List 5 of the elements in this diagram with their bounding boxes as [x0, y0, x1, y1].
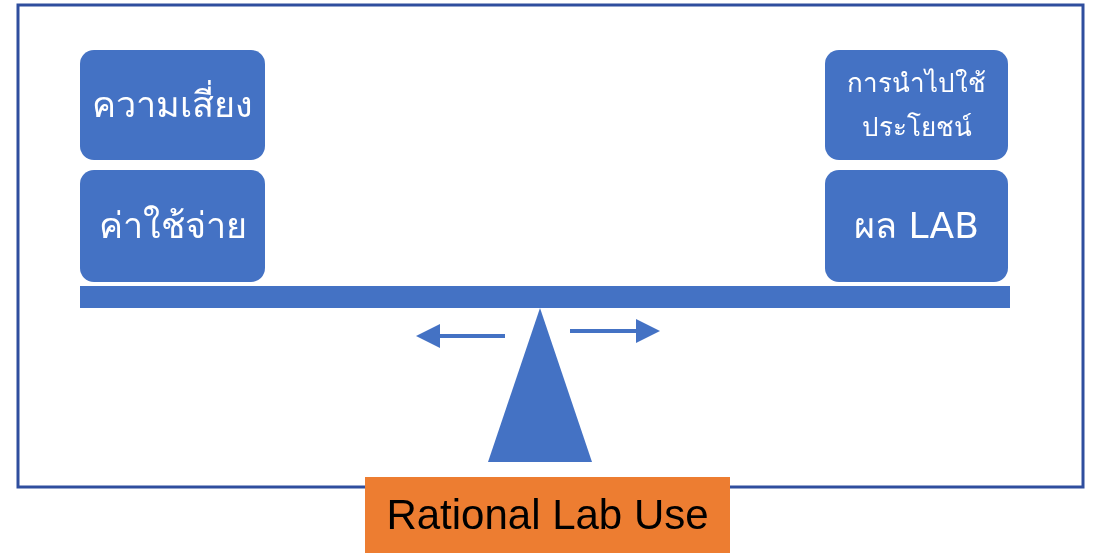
- cost-box: ค่าใช้จ่าย: [80, 170, 265, 282]
- title-box: Rational Lab Use: [365, 477, 730, 553]
- benefit-box: การนำไปใช้ประโยชน์: [825, 50, 1008, 160]
- risk-box: ความเสี่ยง: [80, 50, 265, 160]
- result-box: ผล LAB: [825, 170, 1008, 282]
